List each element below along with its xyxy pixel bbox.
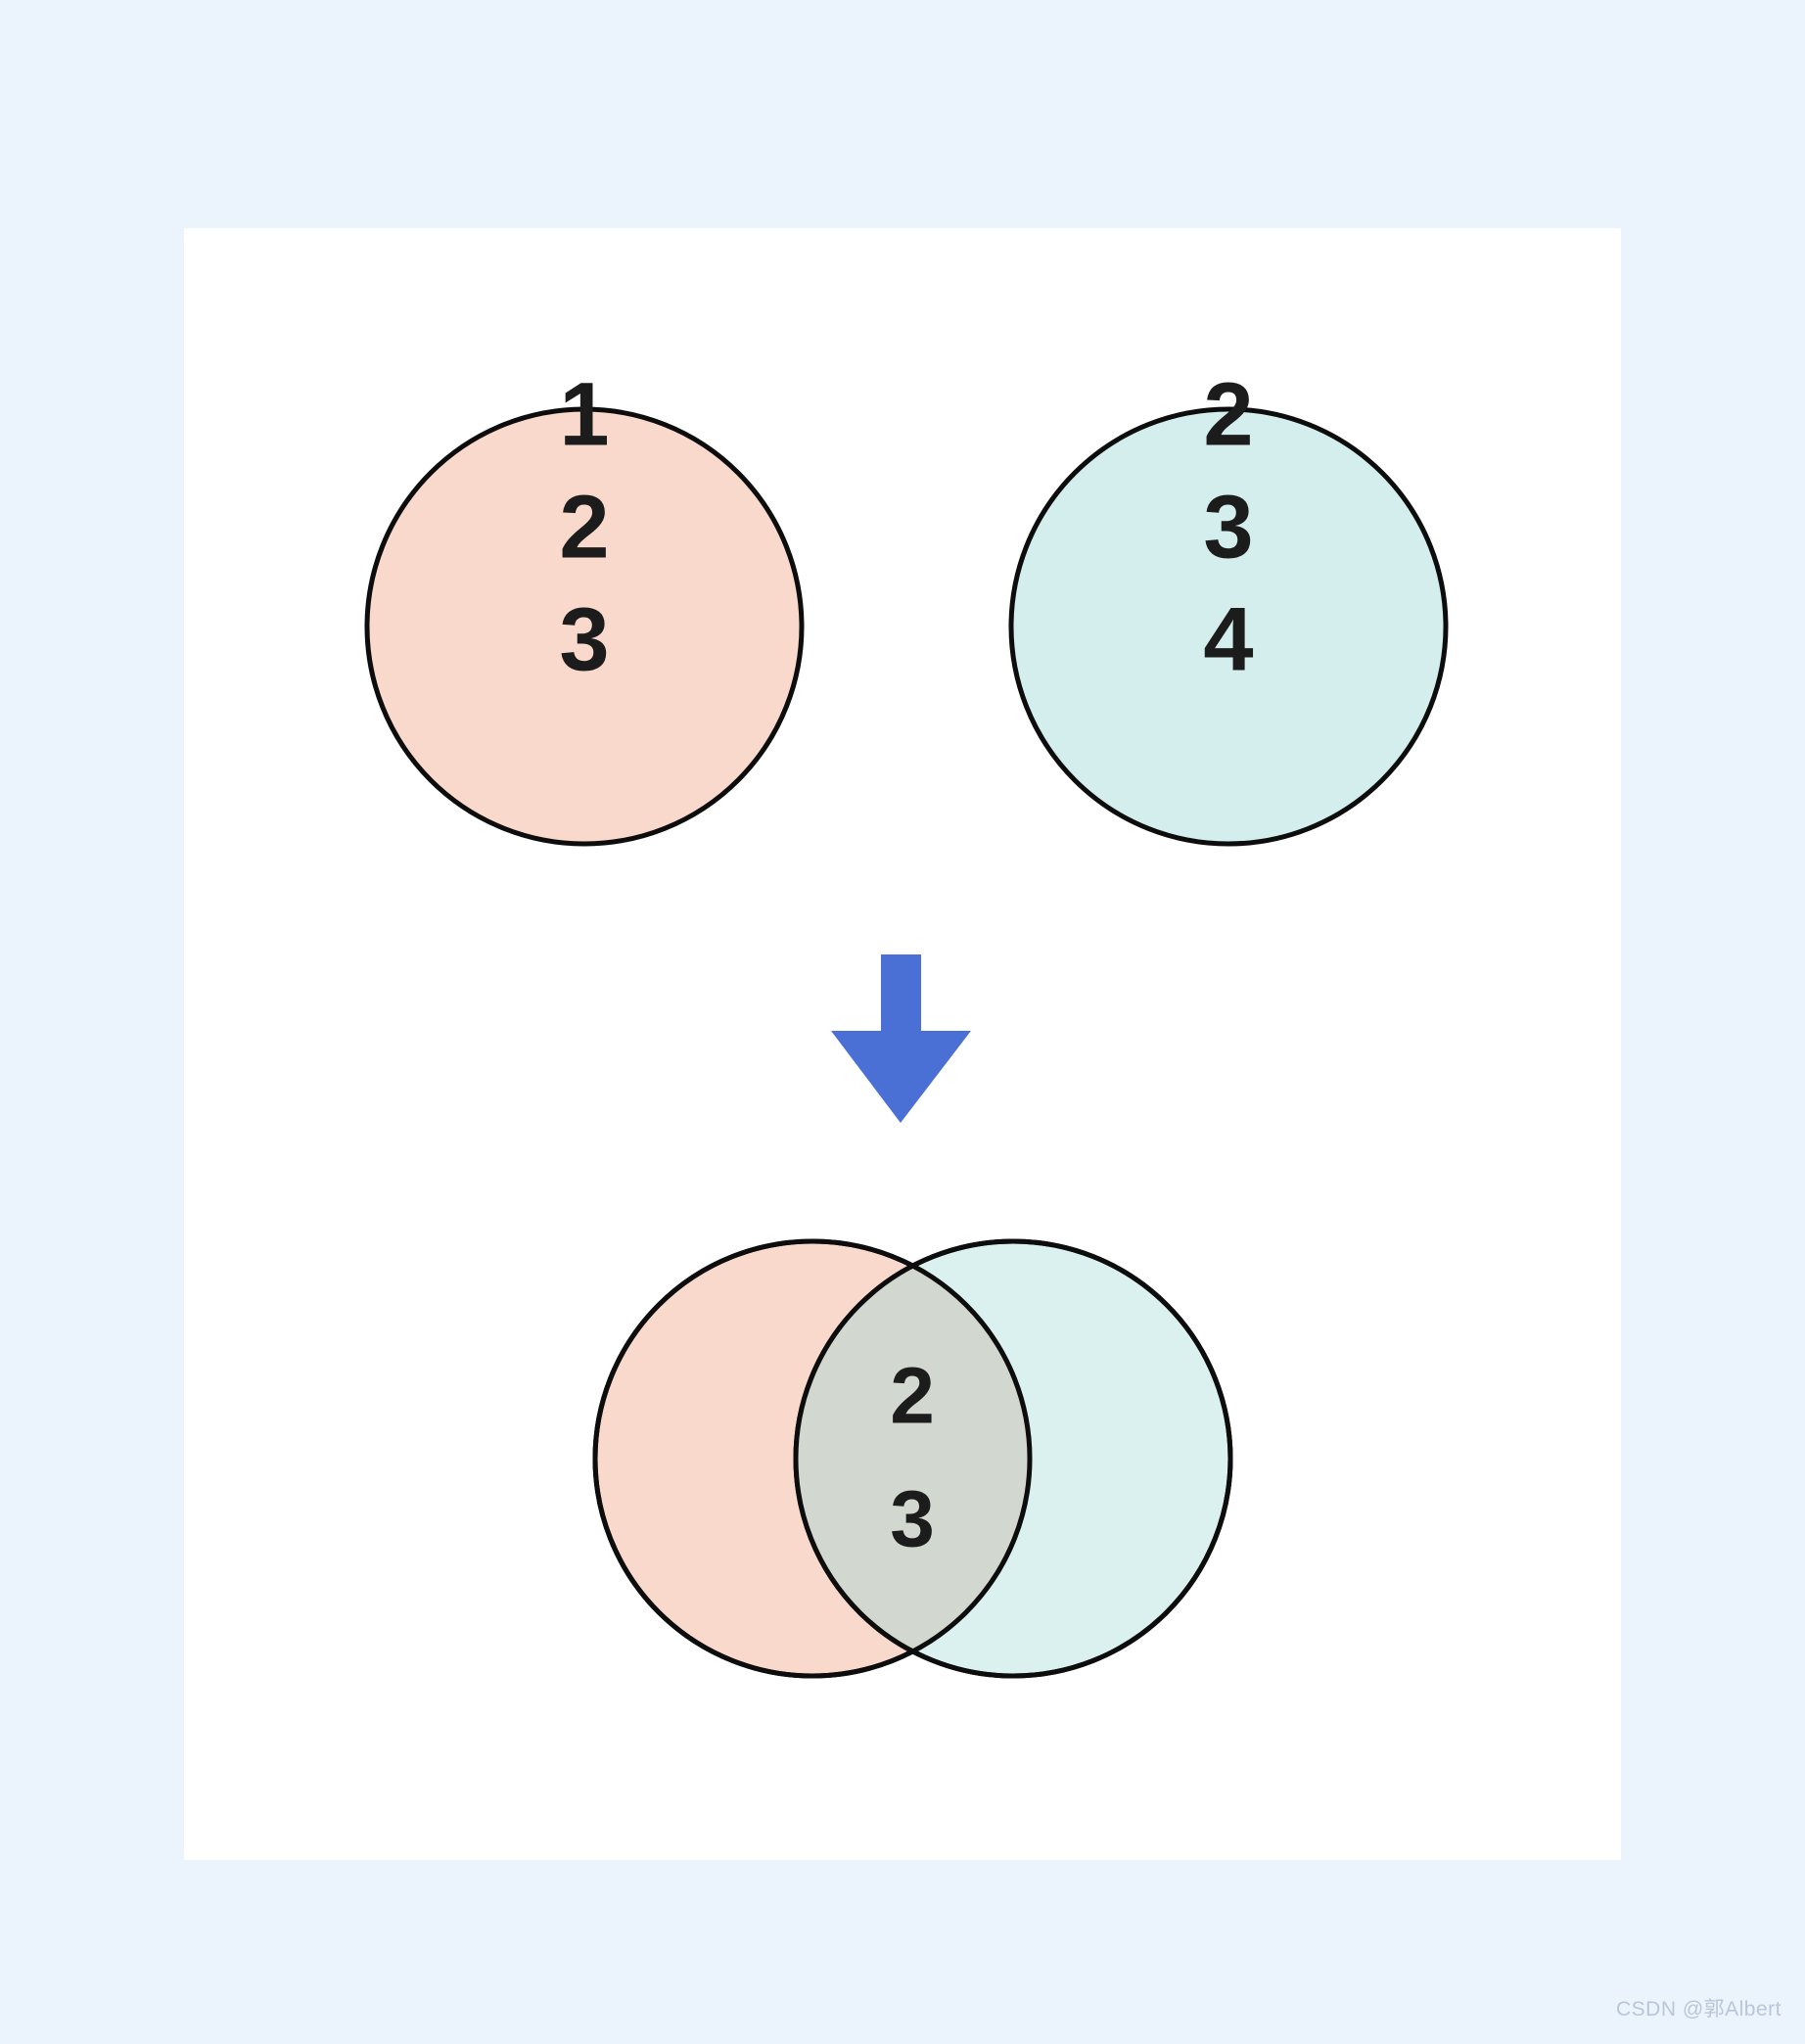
set-a-item-2: 3: [559, 589, 609, 689]
result-intersection-item-1: 3: [890, 1475, 935, 1564]
set-a-circle[interactable]: [364, 406, 805, 847]
set-a-group[interactable]: 1 2 3: [364, 364, 805, 847]
set-b-item-1: 3: [1203, 477, 1253, 577]
set-b-item-2: 4: [1203, 589, 1253, 689]
result-venn-group[interactable]: 2 3: [592, 1238, 1233, 1679]
set-b-circle[interactable]: [1008, 406, 1449, 847]
down-arrow-icon: [831, 954, 971, 1123]
watermark: CSDN @郭Albert: [1615, 1998, 1782, 2021]
result-set-b-outline: [793, 1238, 1233, 1679]
set-b-group[interactable]: 2 3 4: [1008, 364, 1449, 847]
result-set-a-outline: [592, 1238, 1033, 1679]
set-b-item-0: 2: [1203, 364, 1253, 464]
set-a-item-0: 1: [559, 364, 609, 464]
result-intersection-item-0: 2: [890, 1352, 935, 1441]
set-a-item-1: 2: [559, 477, 609, 577]
